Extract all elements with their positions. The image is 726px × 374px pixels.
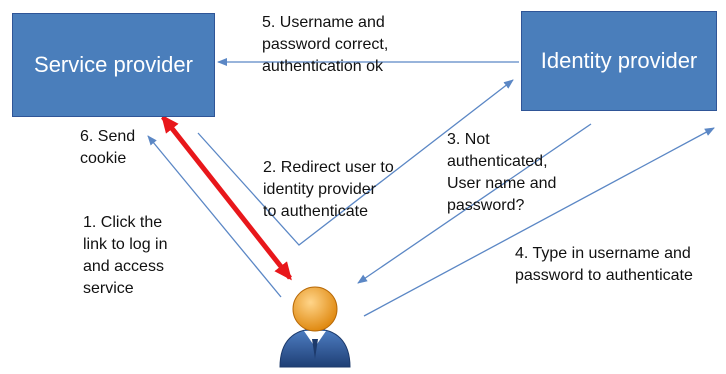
user-icon xyxy=(279,286,351,368)
service-provider-label: Service provider xyxy=(34,52,193,77)
identity-provider-label: Identity provider xyxy=(540,48,698,73)
step2-label: 2. Redirect user to identity provider to… xyxy=(263,159,394,220)
step5-label: 5. Username and password correct, authen… xyxy=(262,14,389,75)
step3-label: 3. Not authenticated, User name and pass… xyxy=(447,131,557,214)
arrow-step1 xyxy=(147,135,282,298)
identity-provider-box: Identity provider xyxy=(521,11,717,111)
service-provider-box: Service provider xyxy=(12,13,215,117)
arrow-step4 xyxy=(363,127,715,317)
step6-label: 6. Send cookie xyxy=(80,128,136,167)
arrow-step6-cookie xyxy=(161,114,292,281)
step4-label: 4. Type in username and password to auth… xyxy=(515,245,693,284)
step1-label: 1. Click the link to log in and access s… xyxy=(83,214,168,297)
arrow-step3 xyxy=(357,123,592,284)
